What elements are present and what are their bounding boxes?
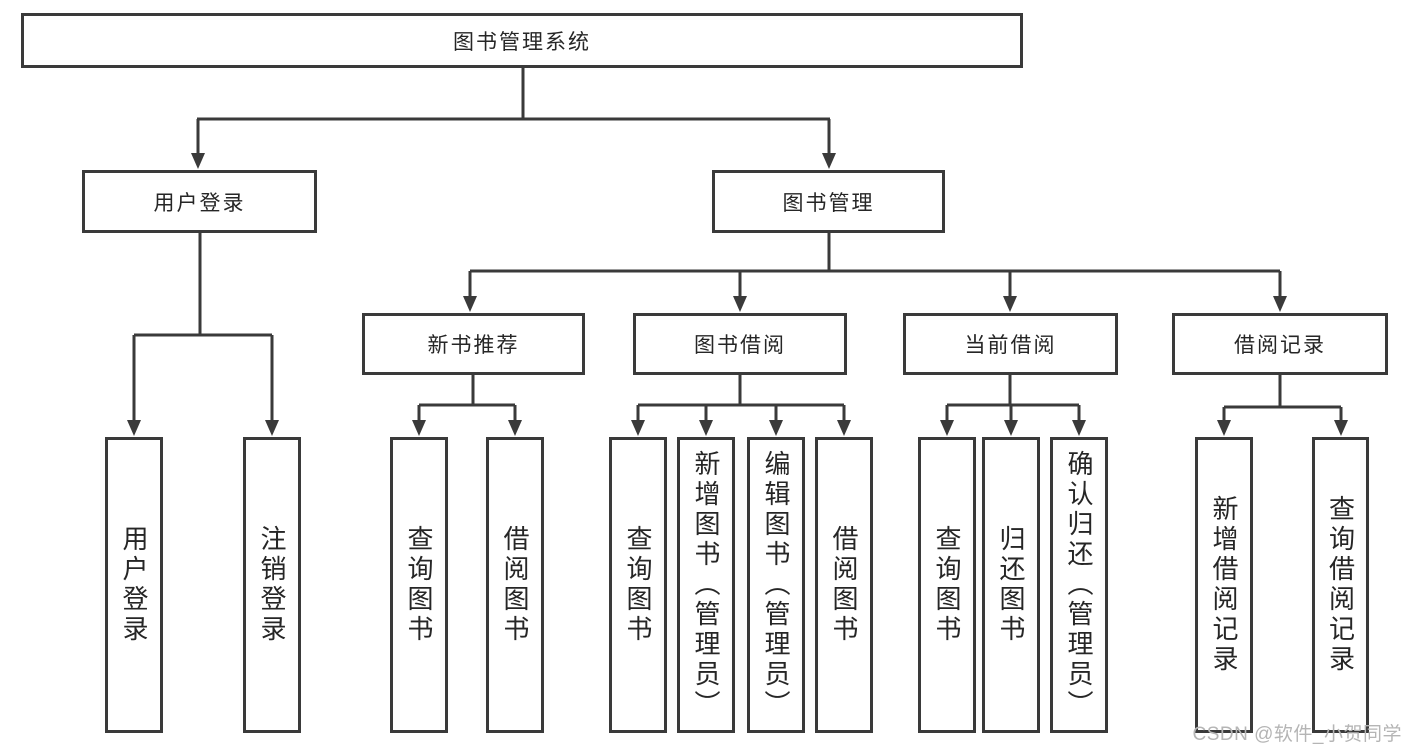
csdn-watermark: CSDN @软件_小贺同学 bbox=[1192, 724, 1402, 745]
node-current-borrowing: 当前借阅 bbox=[903, 313, 1118, 375]
leaf-query-books-recommend: 查询图书 bbox=[390, 437, 448, 733]
node-new-book-recommendation: 新书推荐 bbox=[362, 313, 585, 375]
leaf-return-books: 归还图书 bbox=[982, 437, 1040, 733]
leaf-confirm-return-admin: 确认归还（管理员） bbox=[1050, 437, 1108, 733]
leaf-add-borrow-record: 新增借阅记录 bbox=[1195, 437, 1253, 733]
leaf-query-borrow-record: 查询借阅记录 bbox=[1312, 437, 1369, 733]
node-book-borrowing: 图书借阅 bbox=[633, 313, 847, 375]
leaf-query-books-borrowing: 查询图书 bbox=[609, 437, 667, 733]
leaf-borrow-books: 借阅图书 bbox=[815, 437, 873, 733]
leaf-edit-book-admin: 编辑图书（管理员） bbox=[747, 437, 805, 733]
node-user-login: 用户登录 bbox=[82, 170, 317, 233]
leaf-add-book-admin: 新增图书（管理员） bbox=[677, 437, 735, 733]
node-book-management: 图书管理 bbox=[712, 170, 945, 233]
node-library-management-system: 图书管理系统 bbox=[21, 13, 1023, 68]
leaf-query-books-current: 查询图书 bbox=[918, 437, 976, 733]
leaf-logout: 注销登录 bbox=[243, 437, 301, 733]
node-borrowing-records: 借阅记录 bbox=[1172, 313, 1388, 375]
leaf-borrow-books-recommend: 借阅图书 bbox=[486, 437, 544, 733]
leaf-user-login: 用户登录 bbox=[105, 437, 163, 733]
